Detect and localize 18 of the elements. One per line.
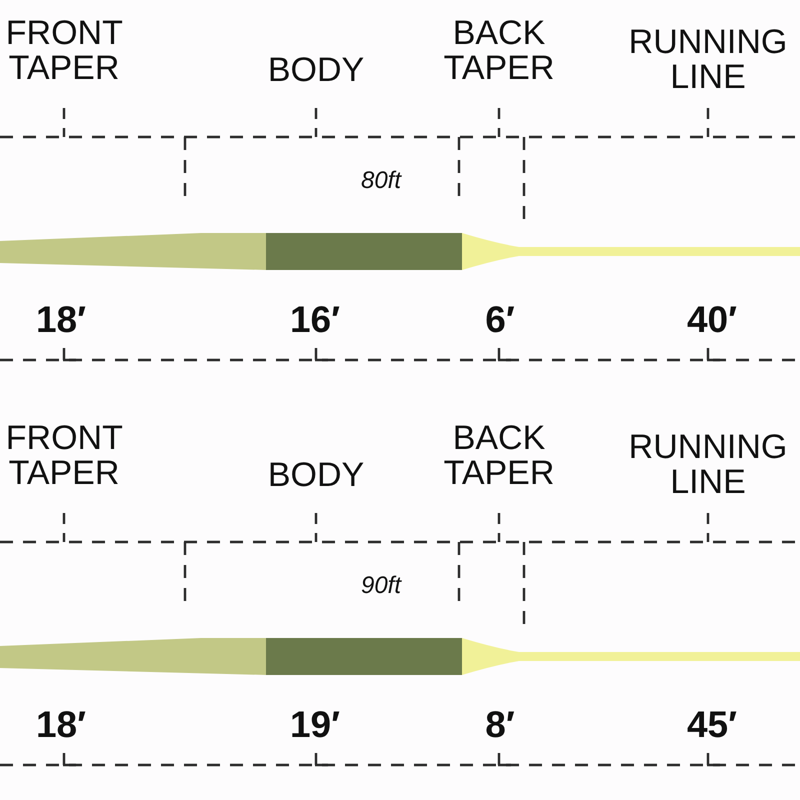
length-label: 16′ — [290, 301, 340, 339]
length-label: 19′ — [290, 706, 340, 744]
section-label: BACK TAPER — [444, 421, 554, 490]
section-label: RUNNING LINE — [628, 25, 788, 94]
section-label: RUNNING LINE — [628, 430, 788, 500]
section-label: FRONT TAPER — [6, 421, 122, 490]
length-label: 18′ — [36, 706, 86, 744]
length-label: 45′ — [686, 706, 738, 744]
section-label: FRONT TAPER — [6, 16, 122, 86]
total-length-label: 80ft — [360, 169, 402, 194]
length-label: 6′ — [485, 301, 515, 339]
length-label: 40′ — [686, 301, 738, 339]
section-label: BACK TAPER — [444, 16, 554, 86]
length-label: 8′ — [485, 706, 515, 744]
section-label: BODY — [268, 458, 364, 493]
section-label: BODY — [268, 53, 364, 88]
total-length-label: 90ft — [360, 574, 402, 598]
length-label: 18′ — [36, 301, 86, 339]
